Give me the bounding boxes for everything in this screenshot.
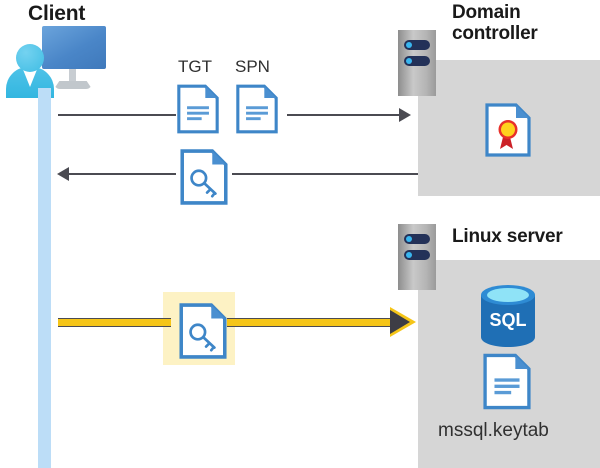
- service-ticket-arrow-segment: [227, 318, 402, 327]
- monitor-neck: [69, 69, 76, 82]
- domain-controller-title: Domain controller: [452, 2, 592, 45]
- tgt-label: TGT: [178, 57, 212, 76]
- keytab-document-icon: [483, 353, 531, 410]
- rack-slot: [404, 40, 430, 50]
- client-title: Client: [28, 2, 86, 25]
- spn-document-icon: [236, 84, 278, 134]
- key-document-icon: [180, 149, 228, 205]
- monitor-base: [54, 81, 92, 89]
- sql-database-icon: SQL: [477, 283, 539, 354]
- service-ticket-arrow-head: [390, 310, 410, 334]
- keytab-filename-label: mssql.keytab: [438, 420, 549, 441]
- rack-slot: [404, 250, 430, 260]
- certificate-icon: [485, 103, 531, 157]
- linux-server-server-rack-icon: [398, 224, 436, 290]
- svg-text:SQL: SQL: [489, 310, 526, 330]
- service-ticket-arrow-segment: [58, 318, 171, 327]
- person-head: [16, 44, 44, 72]
- domain-controller-server-rack-icon: [398, 30, 436, 96]
- ticket-response-arrow-segment: [232, 173, 418, 175]
- ticket-response-arrow-segment: [69, 173, 176, 175]
- rack-slot: [404, 56, 430, 66]
- domain-controller-title-line1: Domain: [452, 2, 521, 23]
- request-arrow-head: [399, 108, 411, 122]
- domain-controller-title-line2: controller: [452, 23, 538, 45]
- linux-server-title: Linux server: [452, 226, 563, 247]
- client-lifeline: [38, 88, 51, 468]
- rack-slot: [404, 234, 430, 244]
- tgt-document-icon: [177, 84, 219, 134]
- request-arrow-segment: [287, 114, 400, 116]
- request-arrow-segment: [58, 114, 176, 116]
- monitor-screen: [42, 26, 106, 69]
- ticket-response-arrow-head: [57, 167, 69, 181]
- service-ticket-key-document-icon: [179, 303, 227, 359]
- client-computer-icon: [6, 26, 106, 98]
- spn-label: SPN: [235, 57, 270, 76]
